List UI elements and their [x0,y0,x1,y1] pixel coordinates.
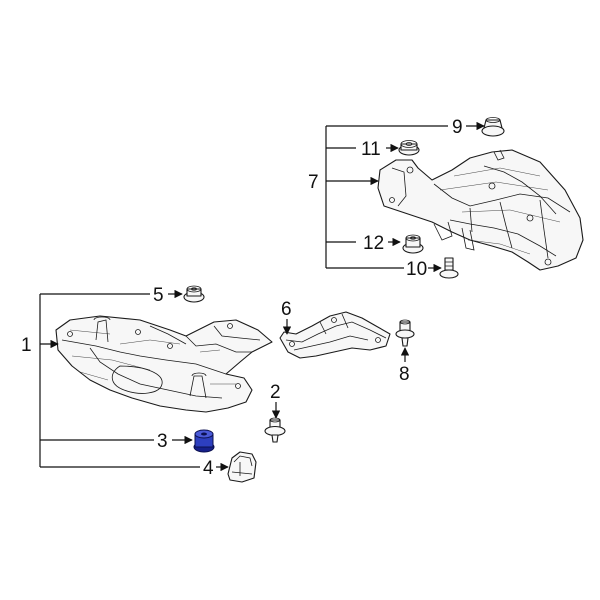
nut-part-3-highlighted[interactable] [193,429,215,453]
callout-12: 12 [363,233,384,254]
engine-undercover-part-1[interactable] [55,315,273,413]
clip-part-2[interactable] [264,417,286,443]
retainer-part-4[interactable] [227,451,257,483]
callout-10: 10 [406,259,427,280]
clip-part-8[interactable] [395,319,415,347]
leader-lines [39,121,485,472]
bracket-part-6[interactable] [279,311,391,359]
callout-5: 5 [153,285,164,306]
callout-6: 6 [281,299,292,320]
grommet-part-5[interactable] [183,285,205,303]
callout-2: 2 [270,382,281,403]
splash-shield-part-7[interactable] [377,149,584,271]
grommet-part-11[interactable] [398,140,420,156]
nut-part-12[interactable] [402,234,424,254]
callout-11: 11 [361,139,381,160]
callout-1: 1 [21,335,32,356]
callout-8: 8 [399,364,410,385]
callout-3: 3 [157,431,168,452]
callout-7: 7 [308,172,319,193]
bolt-part-9[interactable] [481,117,505,137]
callout-4: 4 [203,458,214,479]
callout-9: 9 [452,117,463,138]
bolt-part-10[interactable] [439,257,459,279]
